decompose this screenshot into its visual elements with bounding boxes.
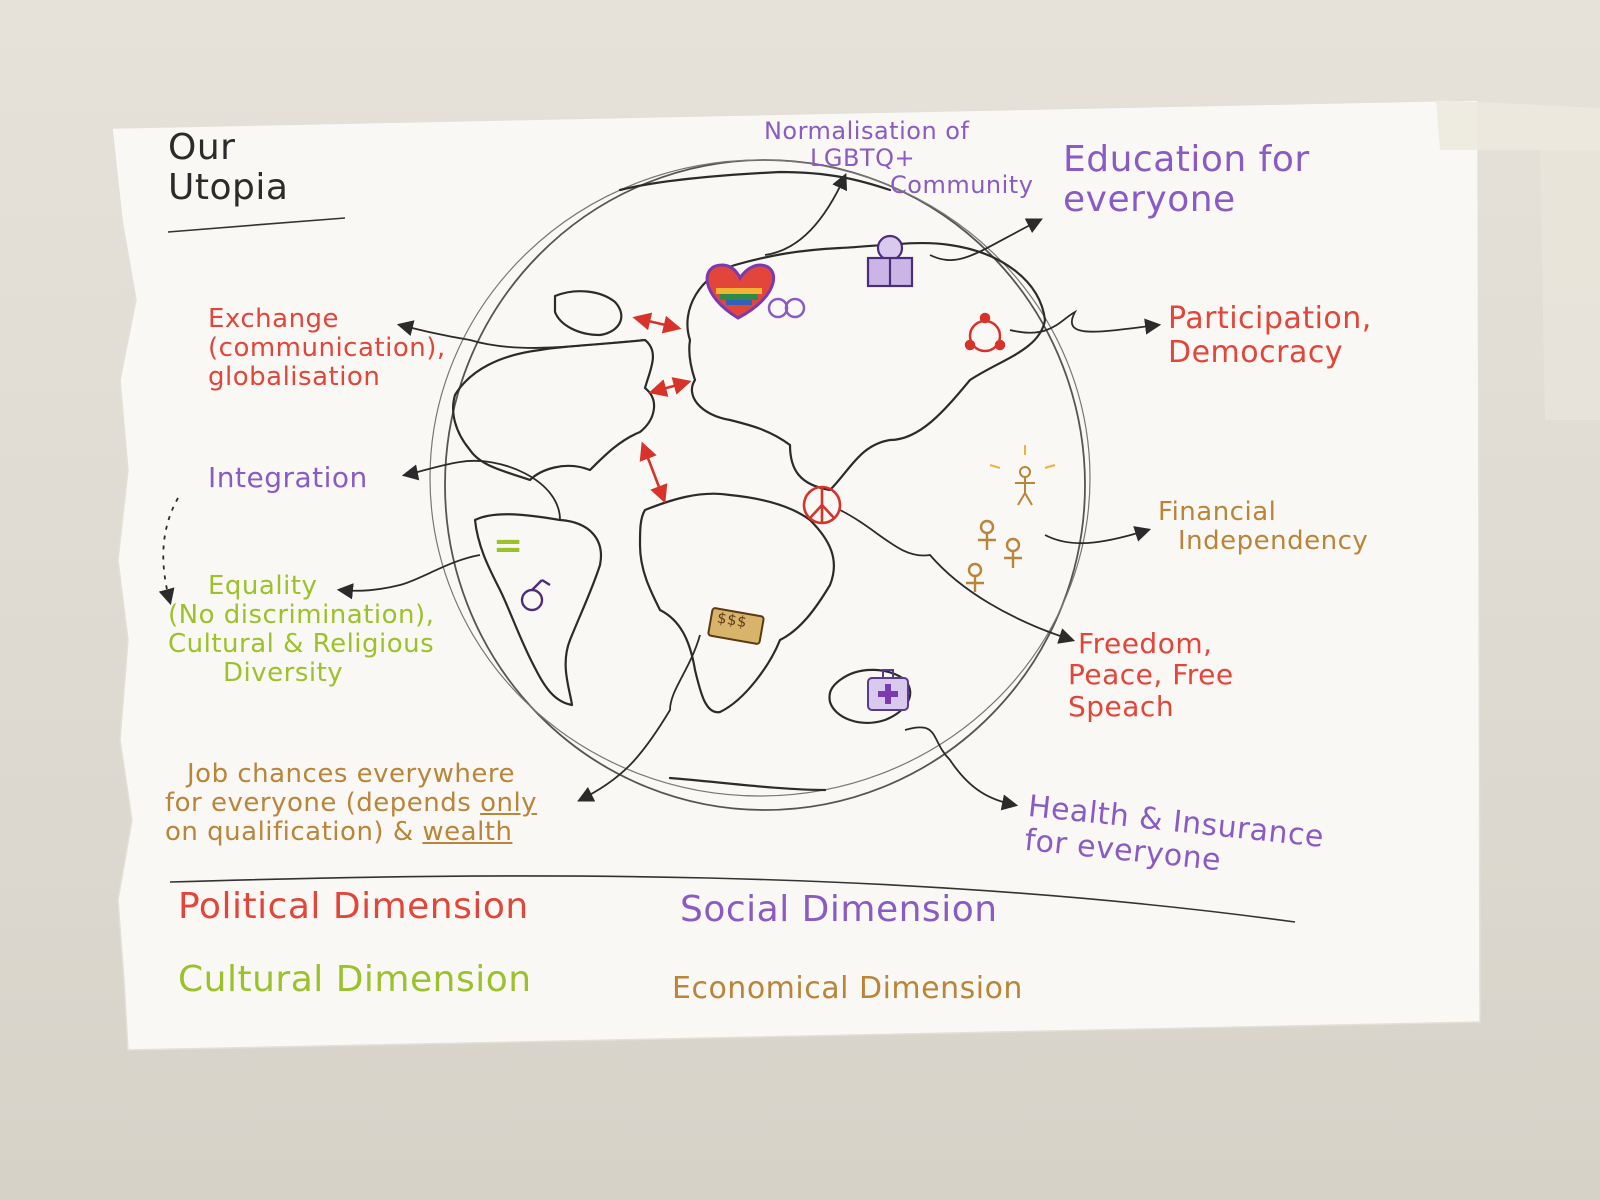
equality-line-4: Diversity <box>223 658 344 689</box>
exchange-arrow-2 <box>648 377 692 397</box>
exchange-line-1: Exchange <box>208 304 340 334</box>
people-circle-icon <box>964 312 1006 353</box>
connector-freedom <box>839 509 1076 644</box>
jobs-only-underlined: only <box>480 788 538 819</box>
heart-icon <box>705 263 806 320</box>
lgbtq-line-3: Community <box>890 170 1034 199</box>
exchange-line-2: (communication), <box>208 333 446 364</box>
equality-line-3: Cultural & Religious <box>168 629 435 660</box>
exchange-line-3: globalisation <box>208 362 381 393</box>
continent-south-america <box>473 513 603 707</box>
continent-europe-asia <box>686 241 1047 492</box>
title-underline <box>167 217 346 233</box>
financial-line-1: Financial <box>1158 497 1277 527</box>
jobs-line-1: Job chances everywhere <box>187 759 515 789</box>
label-lgbtq: Normalisation of LGBTQ+ Community <box>700 118 1033 199</box>
continents <box>452 170 1047 792</box>
connector-education <box>929 218 1043 261</box>
tape-top-right <box>1436 100 1600 150</box>
lgbtq-line-1: Normalisation of <box>763 117 970 145</box>
education-line-1: Education for <box>1063 139 1310 180</box>
freedom-line-1: Freedom, <box>1078 627 1213 660</box>
exchange-arrow-1 <box>632 312 682 334</box>
exchange-arrow-3 <box>639 441 668 504</box>
legend-economical: Economical Dimension <box>672 971 1023 1006</box>
exchange-arrows <box>632 312 692 504</box>
continent-antarctica <box>668 776 827 792</box>
tape-right-edge <box>1540 150 1600 420</box>
equality-line-2: (No discrimination), <box>168 600 435 631</box>
label-financial: Financial Independency <box>1158 497 1369 557</box>
legend-political: Political Dimension <box>178 886 529 927</box>
jobs-line-2-text: for everyone (depends <box>165 788 481 819</box>
poster-title: Our Utopia <box>168 127 289 209</box>
australia-island <box>828 668 912 724</box>
sun-person-icon <box>989 445 1056 506</box>
money-bill-icon <box>707 607 765 645</box>
jobs-line-3: on qualification) & wealth <box>165 818 537 847</box>
label-freedom: Freedom, Peace, Free Speach <box>1068 627 1234 722</box>
freedom-line-2: Peace, Free <box>1068 658 1234 692</box>
label-participation: Participation, Democracy <box>1168 302 1372 369</box>
jobs-wealth-underlined: wealth <box>422 817 513 848</box>
equal-sign-icon: = <box>493 525 524 566</box>
continent-africa <box>638 492 835 714</box>
reading-person-icon <box>866 234 914 288</box>
jobs-line-2: for everyone (depends only <box>165 789 537 818</box>
people-group-icon <box>966 519 1022 592</box>
lgbtq-line-2: LGBTQ+ <box>810 143 916 172</box>
globe-outline-2 <box>429 159 1091 797</box>
connector-exchange <box>396 320 646 349</box>
label-integration: Integration <box>208 461 368 494</box>
label-equality: Equality (No discrimination), Cultural &… <box>168 571 435 689</box>
connector-participation <box>1009 309 1162 335</box>
connector-financial <box>1044 526 1152 545</box>
connector-jobs <box>577 634 701 802</box>
connector-integration <box>401 460 561 521</box>
wheelchair-icon <box>520 578 551 612</box>
label-jobs: Job chances everywhere for everyone (dep… <box>165 759 537 847</box>
connector-health <box>904 726 1019 811</box>
education-line-2: everyone <box>1063 179 1236 221</box>
equality-line-1: Equality <box>208 571 318 601</box>
financial-line-2: Independency <box>1178 526 1369 557</box>
freedom-line-3: Speach <box>1068 689 1175 723</box>
participation-line-1: Participation, <box>1168 301 1372 336</box>
label-exchange: Exchange (communication), globalisation <box>208 304 446 393</box>
connectors <box>158 173 1162 811</box>
first-aid-kit-icon <box>867 669 909 711</box>
legend-divider <box>169 875 1296 923</box>
participation-line-2: Democracy <box>1168 334 1344 370</box>
legend-social: Social Dimension <box>680 889 998 930</box>
connector-lgbtq <box>764 173 848 256</box>
connector-integration-to-equality <box>158 497 179 606</box>
continent-north-america <box>452 338 656 482</box>
connector-equality <box>336 554 481 600</box>
jobs-line-3-text: on qualification) & <box>165 817 423 848</box>
label-education: Education for everyone <box>1063 139 1310 221</box>
title-line-2: Utopia <box>168 167 289 209</box>
arctic-cap <box>618 170 892 192</box>
legend-cultural: Cultural Dimension <box>178 959 532 1000</box>
greenland <box>553 290 623 337</box>
title-line-1: Our <box>168 127 236 168</box>
peace-sign-icon <box>802 485 842 525</box>
